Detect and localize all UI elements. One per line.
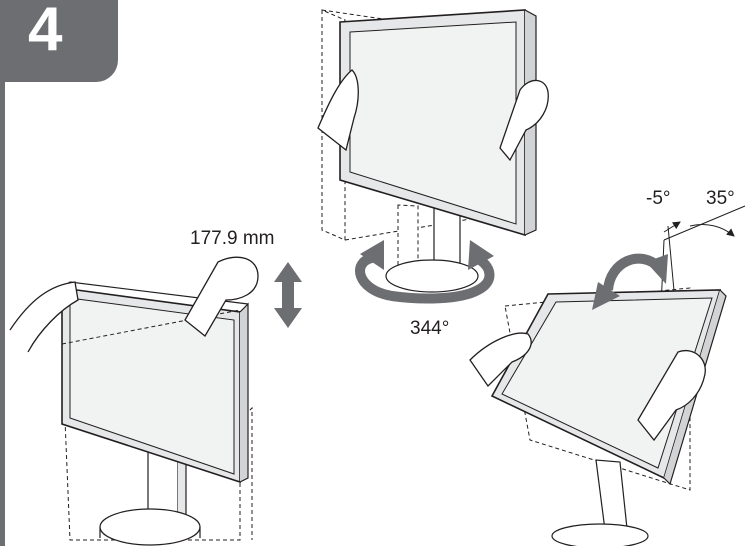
tilt-forward-label: -5° [646,188,671,209]
height-arrow-icon [274,262,302,328]
step-badge: 4 [0,0,118,82]
side-rule [0,82,5,546]
step-number: 4 [28,0,63,64]
tilt-arrow-icon [592,253,668,310]
swivel-arrow-icon [355,240,495,304]
swivel-monitor [317,9,549,293]
height-adjust-monitor [9,256,259,546]
tilt-monitor [469,205,746,546]
height-adjust-label: 177.9 mm [190,228,275,249]
tilt-back-label: 35° [706,188,735,209]
swivel-label: 344° [410,318,450,339]
